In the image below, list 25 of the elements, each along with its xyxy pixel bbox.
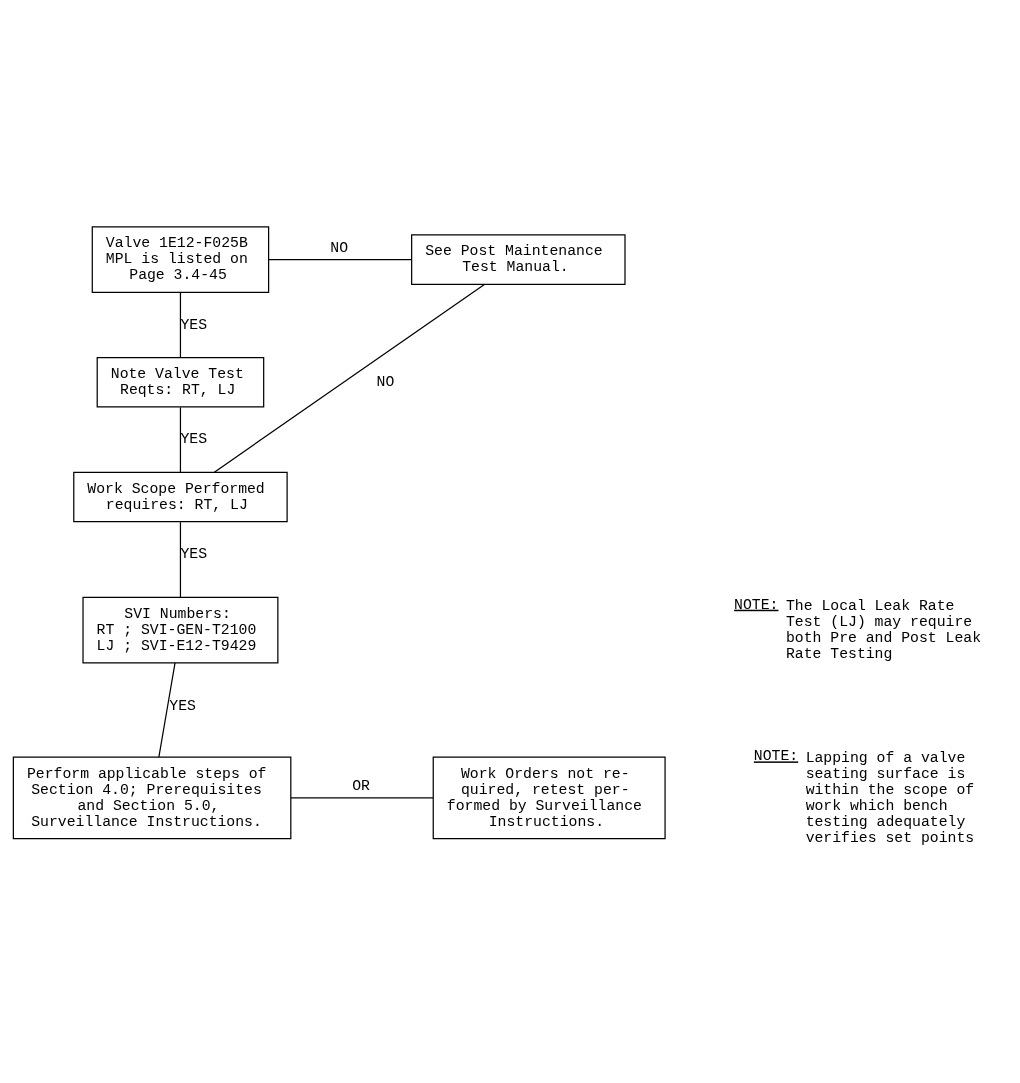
node-box: Note Valve Test Reqts: RT, LJ	[96, 356, 265, 408]
node-box: Valve 1E12-F025B MPL is listed on Page 3.4-45	[91, 225, 270, 293]
edge-label: NO	[330, 239, 349, 256]
connector	[179, 406, 182, 473]
edge-label: OR	[352, 777, 370, 794]
edge-label: NO	[376, 373, 395, 390]
connector	[158, 661, 176, 758]
connector	[268, 258, 413, 260]
connector	[290, 796, 434, 798]
label: NOTE:	[734, 596, 779, 613]
edge-label: YES	[169, 697, 196, 714]
node-box: See Post Maintenance Test Manual.	[411, 233, 626, 285]
connector	[213, 283, 485, 473]
edge-label: YES	[180, 430, 208, 447]
label: The Local Leak Rate Test (LJ) may require both Pre and Post Leak Rate Testing	[785, 597, 982, 662]
node-box: Work Orders not re- quired, retest per- formed by Surveillance Instructions.	[432, 756, 666, 839]
label: NOTE:	[753, 747, 799, 764]
connector	[179, 291, 182, 358]
node-box: SVI Numbers: RT ; SVI-GEN-T2100 LJ ; SVI-E12-T9429	[82, 596, 279, 663]
node-box: Perform applicable steps of Section 4.0; Prerequisites and Section 5.0, Surveillance Instructions.	[12, 756, 292, 839]
node-box: Work Scope Performed requires: RT, LJ	[73, 471, 288, 522]
edge-label: YES	[180, 316, 208, 333]
edge-label: YES	[180, 545, 208, 562]
connector	[179, 521, 182, 598]
label: Lapping of a valve seating surface is within the scope of work which bench testing adequately verifies set points	[805, 749, 975, 846]
